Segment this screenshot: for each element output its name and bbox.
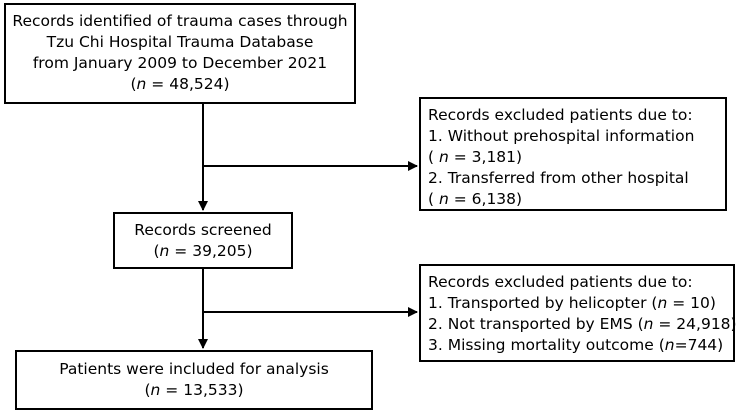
excluded-records-box-2: Records excluded patients due to: 1. Tra… — [419, 264, 737, 362]
excluded2-item-2: 2. Not transported by EMS (n = 24,918) — [428, 315, 737, 333]
screened-count: (n = 39,205) — [153, 242, 253, 260]
identified-line-1: Records identified of trauma cases throu… — [12, 12, 348, 30]
excluded2-item-1: 1. Transported by helicopter (n = 10) — [428, 294, 716, 312]
screened-title: Records screened — [134, 221, 272, 239]
excluded2-item-3: 3. Missing mortality outcome (n=744) — [428, 336, 724, 354]
excluded1-item-2: 2. Transferred from other hospital — [428, 169, 689, 187]
identified-line-3: from January 2009 to December 2021 — [32, 54, 328, 72]
identified-line-2: Tzu Chi Hospital Trauma Database — [46, 33, 314, 51]
excluded1-item-1-count: ( n = 3,181) — [428, 148, 523, 166]
excluded2-title: Records excluded patients due to: — [428, 273, 693, 291]
identified-count: (n = 48,524) — [130, 75, 230, 93]
excluded-records-box-1: Records excluded patients due to: 1. Wit… — [419, 97, 727, 211]
screened-records-box: Records screened (n = 39,205) — [113, 212, 293, 269]
included-title: Patients were included for analysis — [59, 360, 329, 378]
identified-records-box: Records identified of trauma cases throu… — [4, 3, 356, 104]
included-count: (n = 13,533) — [144, 381, 244, 399]
excluded1-item-1: 1. Without prehospital information — [428, 127, 695, 145]
excluded1-title: Records excluded patients due to: — [428, 106, 693, 124]
excluded1-item-2-count: ( n = 6,138) — [428, 190, 523, 208]
included-patients-box: Patients were included for analysis (n =… — [15, 350, 373, 410]
